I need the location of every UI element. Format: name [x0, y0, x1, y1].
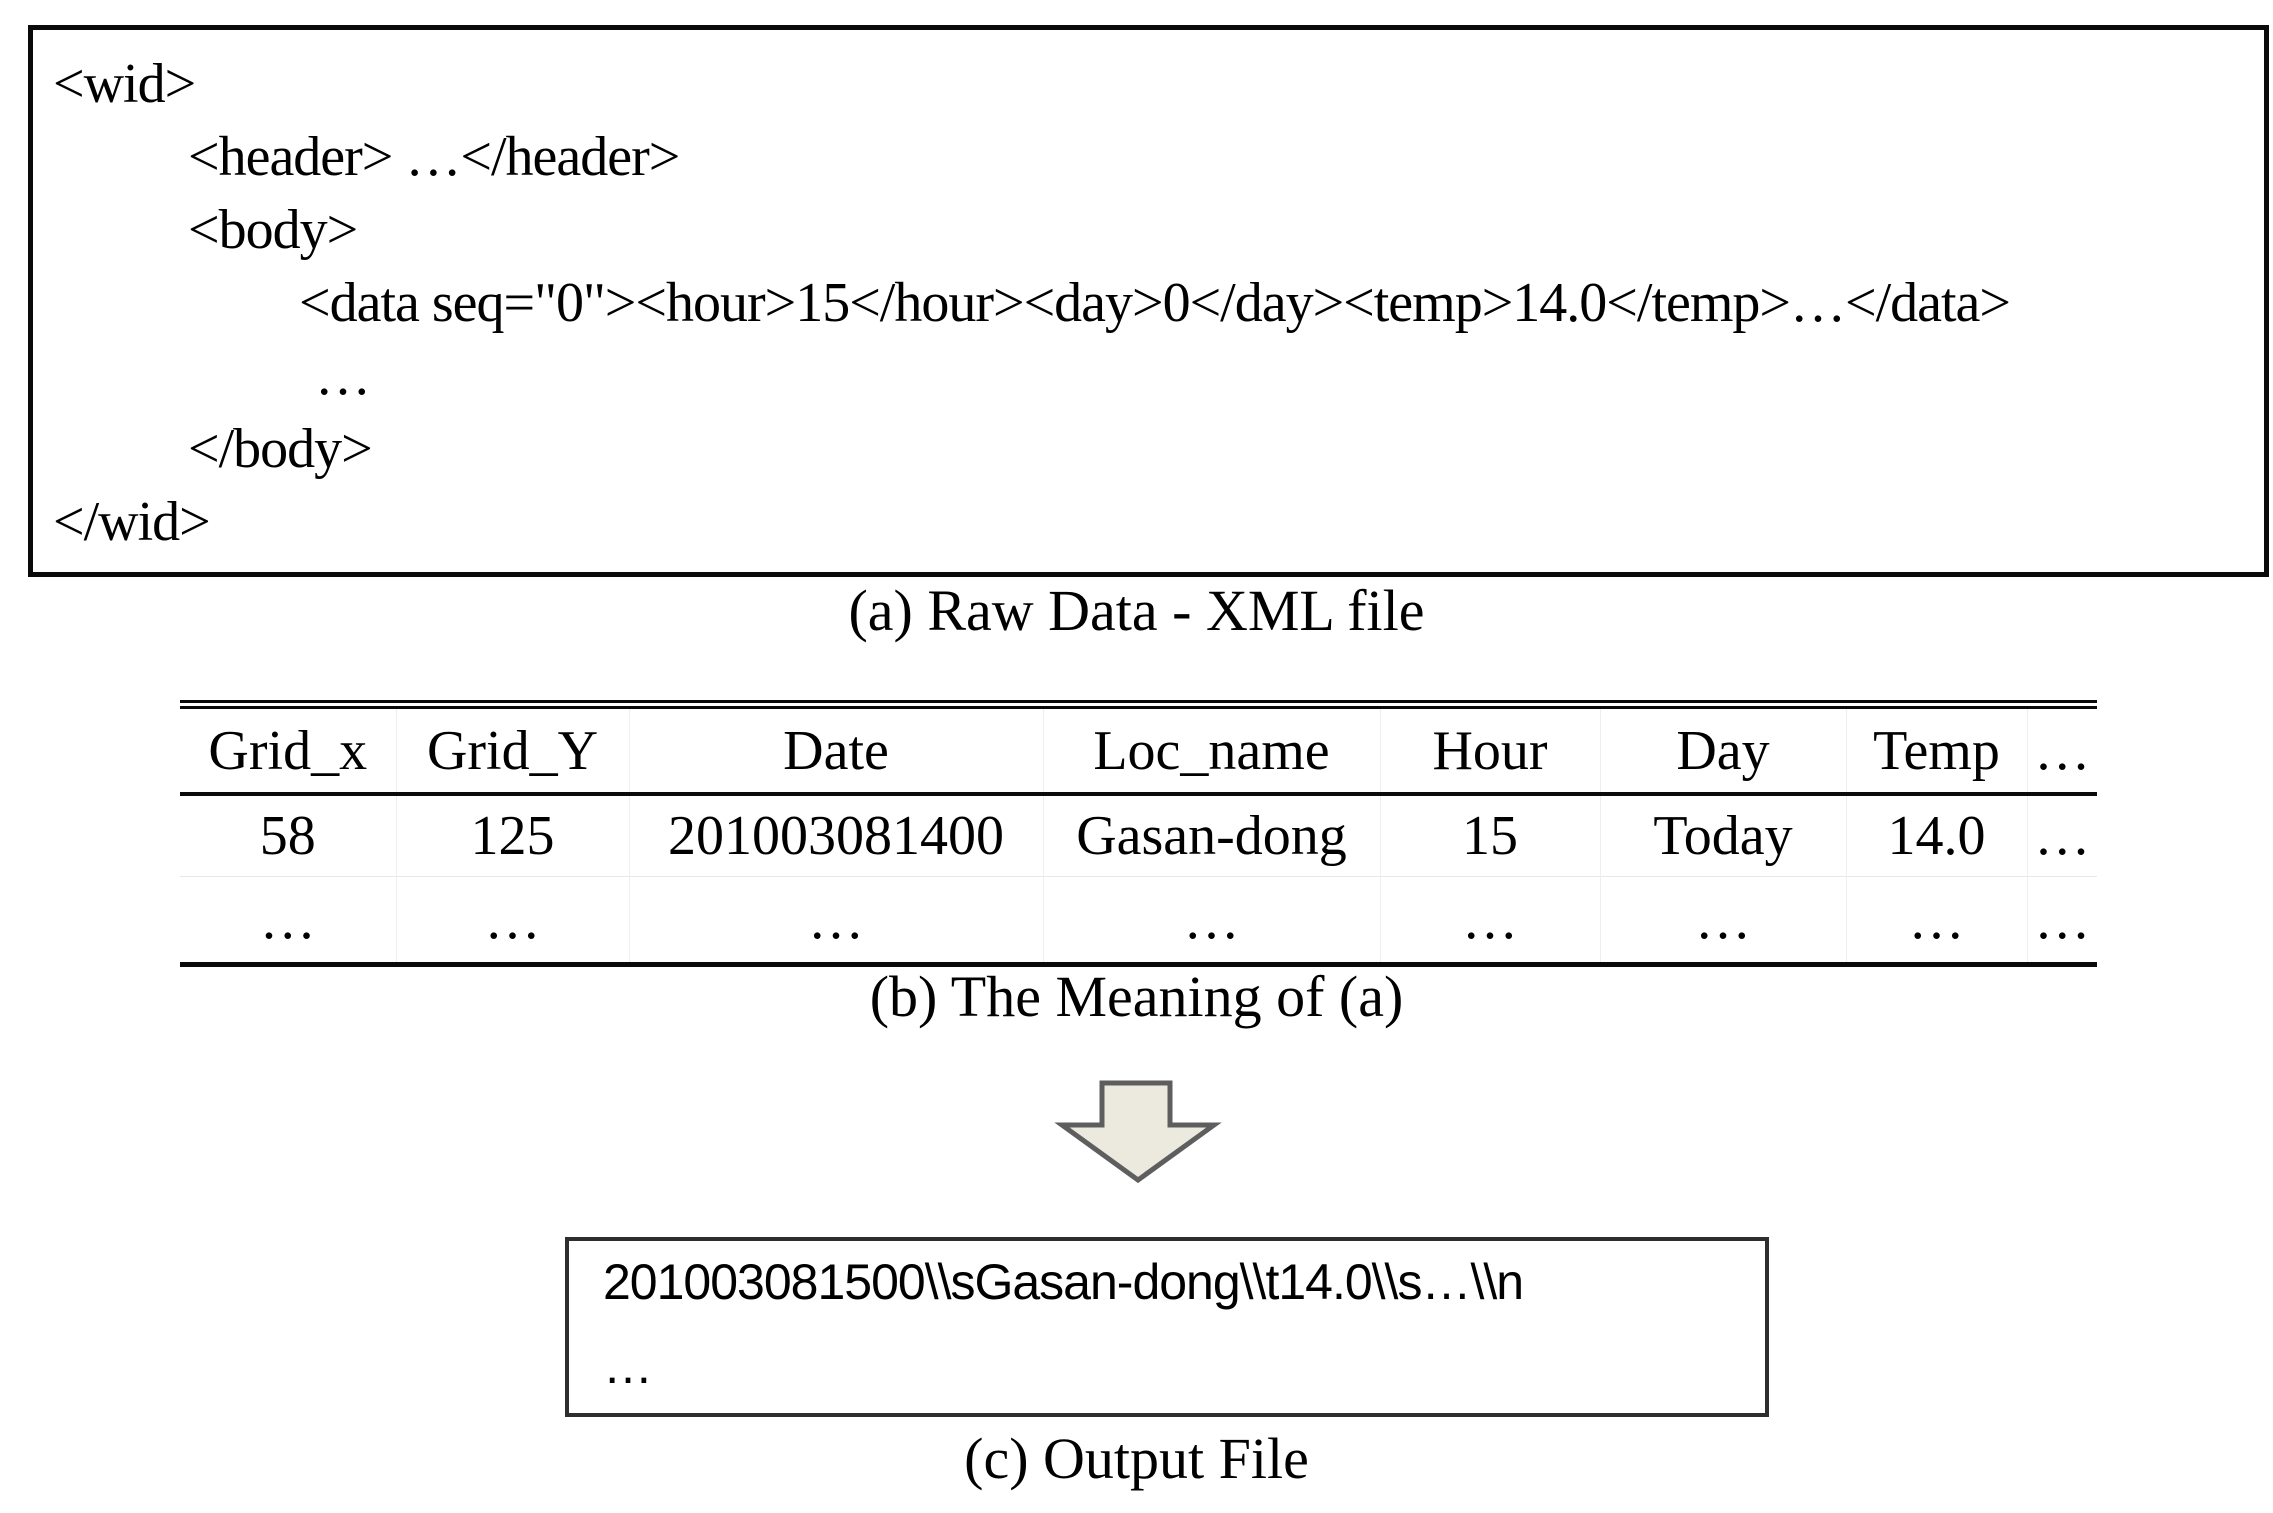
cell-ellipsis: …: [180, 876, 396, 965]
xml-line: </body>: [188, 418, 373, 480]
cell-temp: 14.0: [1845, 794, 2027, 877]
column-header-hour: Hour: [1379, 704, 1600, 796]
column-header-grid-x: Grid_x: [180, 704, 396, 796]
xml-line: <wid>: [53, 53, 196, 115]
cell-loc-name: Gasan-dong: [1042, 794, 1380, 877]
column-header-temp: Temp: [1845, 704, 2027, 796]
cell-date: 201003081400: [628, 794, 1043, 877]
table-row-ellipsis: … … … … … … … …: [180, 876, 2097, 965]
output-file-line: 201003081500\\sGasan-dong\\t14.0\\s…\\n: [603, 1254, 1524, 1310]
output-file-box: 201003081500\\sGasan-dong\\t14.0\\s…\\n …: [565, 1237, 1769, 1417]
cell-ellipsis: …: [2026, 876, 2097, 965]
xml-line: </wid>: [53, 491, 211, 553]
cell-ellipsis: …: [395, 876, 629, 965]
xml-line: <body>: [188, 199, 358, 261]
caption-panel-b: (b) The Meaning of (a): [869, 964, 1404, 1029]
output-file-ellipsis: …: [603, 1338, 653, 1394]
column-header-etc: …: [2026, 704, 2097, 796]
column-header-day: Day: [1599, 704, 1846, 796]
column-header-grid-y: Grid_Y: [395, 704, 629, 796]
table-header-row: Grid_x Grid_Y Date Loc_name Hour Day Tem…: [180, 704, 2097, 796]
caption-panel-c: (c) Output File: [964, 1426, 1309, 1491]
cell-day: Today: [1599, 794, 1846, 877]
cell-ellipsis: …: [1845, 876, 2027, 965]
meaning-table: Grid_x Grid_Y Date Loc_name Hour Day Tem…: [180, 700, 2097, 967]
xml-line: …: [315, 345, 371, 407]
cell-grid-x: 58: [259, 805, 316, 867]
cell-grid-y: 125: [395, 794, 629, 877]
xml-raw-data-box: <wid> <header> …</header> <body> <data s…: [28, 25, 2269, 577]
table-row: 58 125 201003081400 Gasan-dong 15 Today …: [180, 794, 2097, 877]
column-header-loc-name: Loc_name: [1042, 704, 1380, 796]
cell-ellipsis: …: [1599, 876, 1846, 965]
cell-hour: 15: [1379, 794, 1600, 877]
cell-etc: …: [2026, 794, 2097, 877]
xml-line: <header> …</header>: [188, 126, 680, 188]
cell-ellipsis: …: [1042, 876, 1380, 965]
cell-ellipsis: …: [1379, 876, 1600, 965]
xml-line: <data seq="0"><hour>15</hour><day>0</day…: [299, 272, 2011, 334]
down-arrow-icon: [1054, 1078, 1222, 1186]
caption-panel-a: (a) Raw Data - XML file: [848, 578, 1425, 643]
cell-ellipsis: …: [628, 876, 1043, 965]
column-header-date: Date: [628, 704, 1043, 796]
